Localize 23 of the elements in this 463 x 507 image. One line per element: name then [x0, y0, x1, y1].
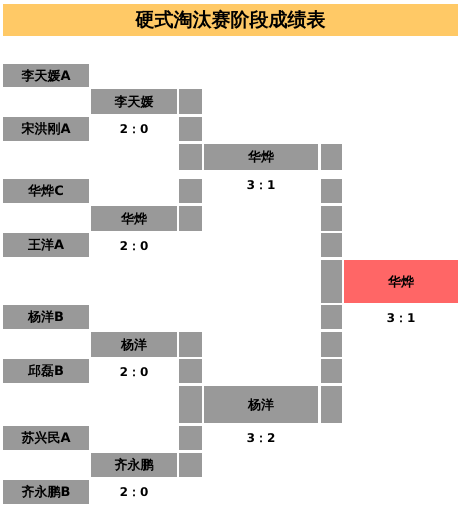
match-score: 2：0 [118, 364, 150, 380]
match-score: 2：0 [118, 120, 150, 138]
match-score: 2：0 [118, 484, 150, 500]
player-box: 华烨 [204, 144, 318, 170]
player-box: 华烨C [3, 179, 89, 203]
player-box: 苏兴民A [3, 426, 89, 450]
player-box: 邱磊B [3, 359, 89, 383]
title-bar: 硬式淘汰赛阶段成绩表 [3, 4, 458, 36]
player-box: 宋洪刚A [3, 117, 89, 141]
player-box: 杨洋 [91, 332, 177, 357]
champion-box: 华烨 [344, 260, 458, 303]
player-box: 李天媛A [3, 64, 89, 87]
player-box: 王洋A [3, 233, 89, 257]
match-score: 3：1 [386, 310, 416, 326]
match-score: 3：2 [246, 430, 276, 446]
player-box: 杨洋 [204, 386, 318, 423]
player-box: 李天媛 [91, 89, 177, 114]
match-score: 2：0 [118, 238, 150, 254]
match-score: 3：1 [246, 176, 276, 194]
player-box: 齐永鹏B [3, 480, 89, 504]
player-box: 华烨 [91, 206, 177, 231]
player-box: 齐永鹏 [91, 453, 177, 477]
player-box: 杨洋B [3, 305, 89, 329]
